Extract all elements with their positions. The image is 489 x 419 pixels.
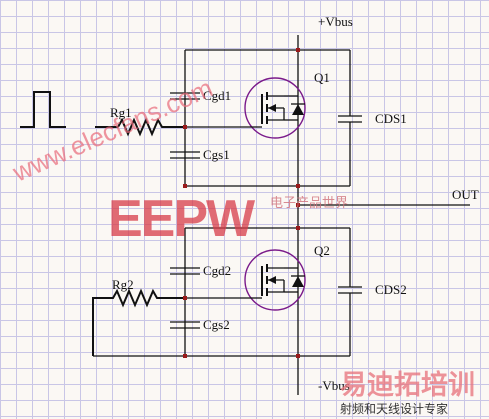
out-label: OUT [452,187,479,202]
q1-label: Q1 [314,70,330,85]
site-watermark: www.elecfans.com [7,72,217,187]
gate-pulse-symbol [20,91,66,128]
rg2-resistor [92,288,185,356]
mosfet-q1 [244,77,306,139]
mosfet-q2 [244,249,306,311]
eepw-chinese-tagline: 电子产品世界 [270,196,348,211]
vbus-positive-label: +Vbus [318,14,353,29]
cgs2-label: Cgs2 [203,317,230,332]
eepw-logo: EEPW [108,190,256,248]
rg2-label: Rg2 [112,277,134,292]
cds2-label: CDS2 [375,282,407,297]
cds1-label: CDS1 [375,111,407,126]
cgs1-label: Cgs1 [203,147,230,162]
vbus-negative-label: -Vbus [318,378,350,393]
q2-label: Q2 [314,243,330,258]
cgd1-label: Cgd1 [203,88,231,103]
rg1-label: Rg1 [110,105,132,120]
junction-dots [183,48,300,358]
cgd2-label: Cgd2 [203,263,231,278]
training-logo-subtitle: 射频和天线设计专家 [340,401,448,416]
rg1-resistor [117,117,185,137]
training-logo: 易迪拓培训 [340,370,475,401]
